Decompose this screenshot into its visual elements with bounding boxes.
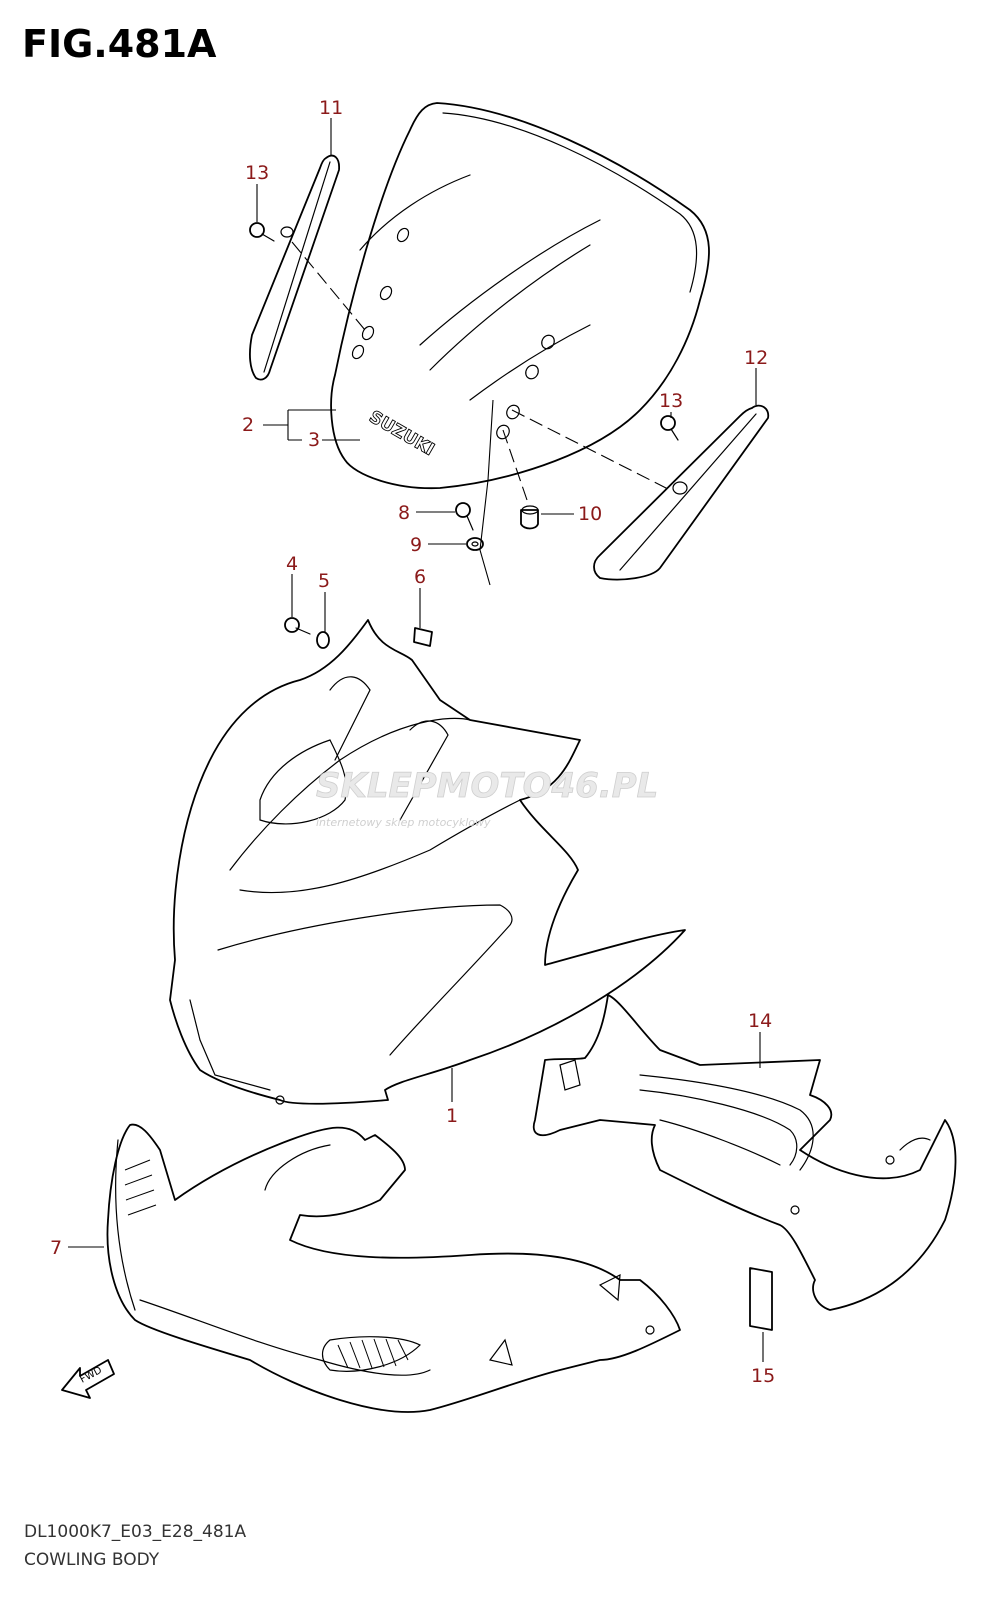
screw-13-right: [660, 415, 679, 441]
callout-9: 9: [410, 534, 422, 556]
washer-9: [466, 537, 484, 551]
watermark-tagline: internetowy sklep motocyklowy: [316, 816, 491, 829]
assembly-line: [511, 409, 671, 491]
callout-6: 6: [414, 566, 426, 588]
watermark-logo: SKLEPMOTO46.PL: [316, 766, 658, 806]
screw-8: [455, 502, 474, 531]
inner-duct: [532, 994, 957, 1311]
callout-2: 2: [242, 414, 254, 436]
callout-13-left: 13: [245, 162, 269, 184]
callout-14: 14: [748, 1010, 772, 1032]
lower-cowling: [106, 1123, 681, 1413]
fwd-arrow-icon: FWD: [61, 1359, 115, 1399]
nut-6: [413, 627, 433, 647]
pad-15: [749, 1267, 773, 1331]
screw-4: [284, 617, 311, 635]
watermark: SKLEPMOTO46.PL internetowy sklep motocyk…: [316, 766, 659, 829]
model-code: DL1000K7_E03_E28_481A: [24, 1522, 247, 1542]
figure-title: FIG.481A: [22, 22, 217, 66]
callout-11: 11: [319, 97, 343, 119]
callout-15: 15: [751, 1365, 775, 1387]
callout-13-right: 13: [659, 390, 683, 412]
callout-8: 8: [398, 502, 410, 524]
windscreen: SUZUKI: [330, 102, 710, 490]
nut-10: [520, 505, 539, 530]
upper-cowling: [169, 619, 686, 1105]
callout-4: 4: [286, 553, 298, 575]
callout-12: 12: [744, 347, 768, 369]
leader-lines: [68, 118, 764, 1362]
bracket-left: [249, 154, 340, 381]
washer-5: [316, 631, 330, 649]
callout-10: 10: [578, 503, 602, 525]
assembly-name: COWLING BODY: [24, 1550, 160, 1570]
assembly-line: [502, 429, 528, 501]
bracket-right: [593, 404, 770, 581]
callout-1: 1: [446, 1105, 458, 1127]
callout-5: 5: [318, 570, 330, 592]
callouts: 1 2 3 4 5 6 7 8 9 10 11 12 13 13 14 15: [50, 97, 775, 1387]
assembly-line: [479, 399, 494, 586]
screw-13-left: [249, 222, 275, 242]
callout-7: 7: [50, 1237, 62, 1259]
callout-3: 3: [308, 429, 320, 451]
